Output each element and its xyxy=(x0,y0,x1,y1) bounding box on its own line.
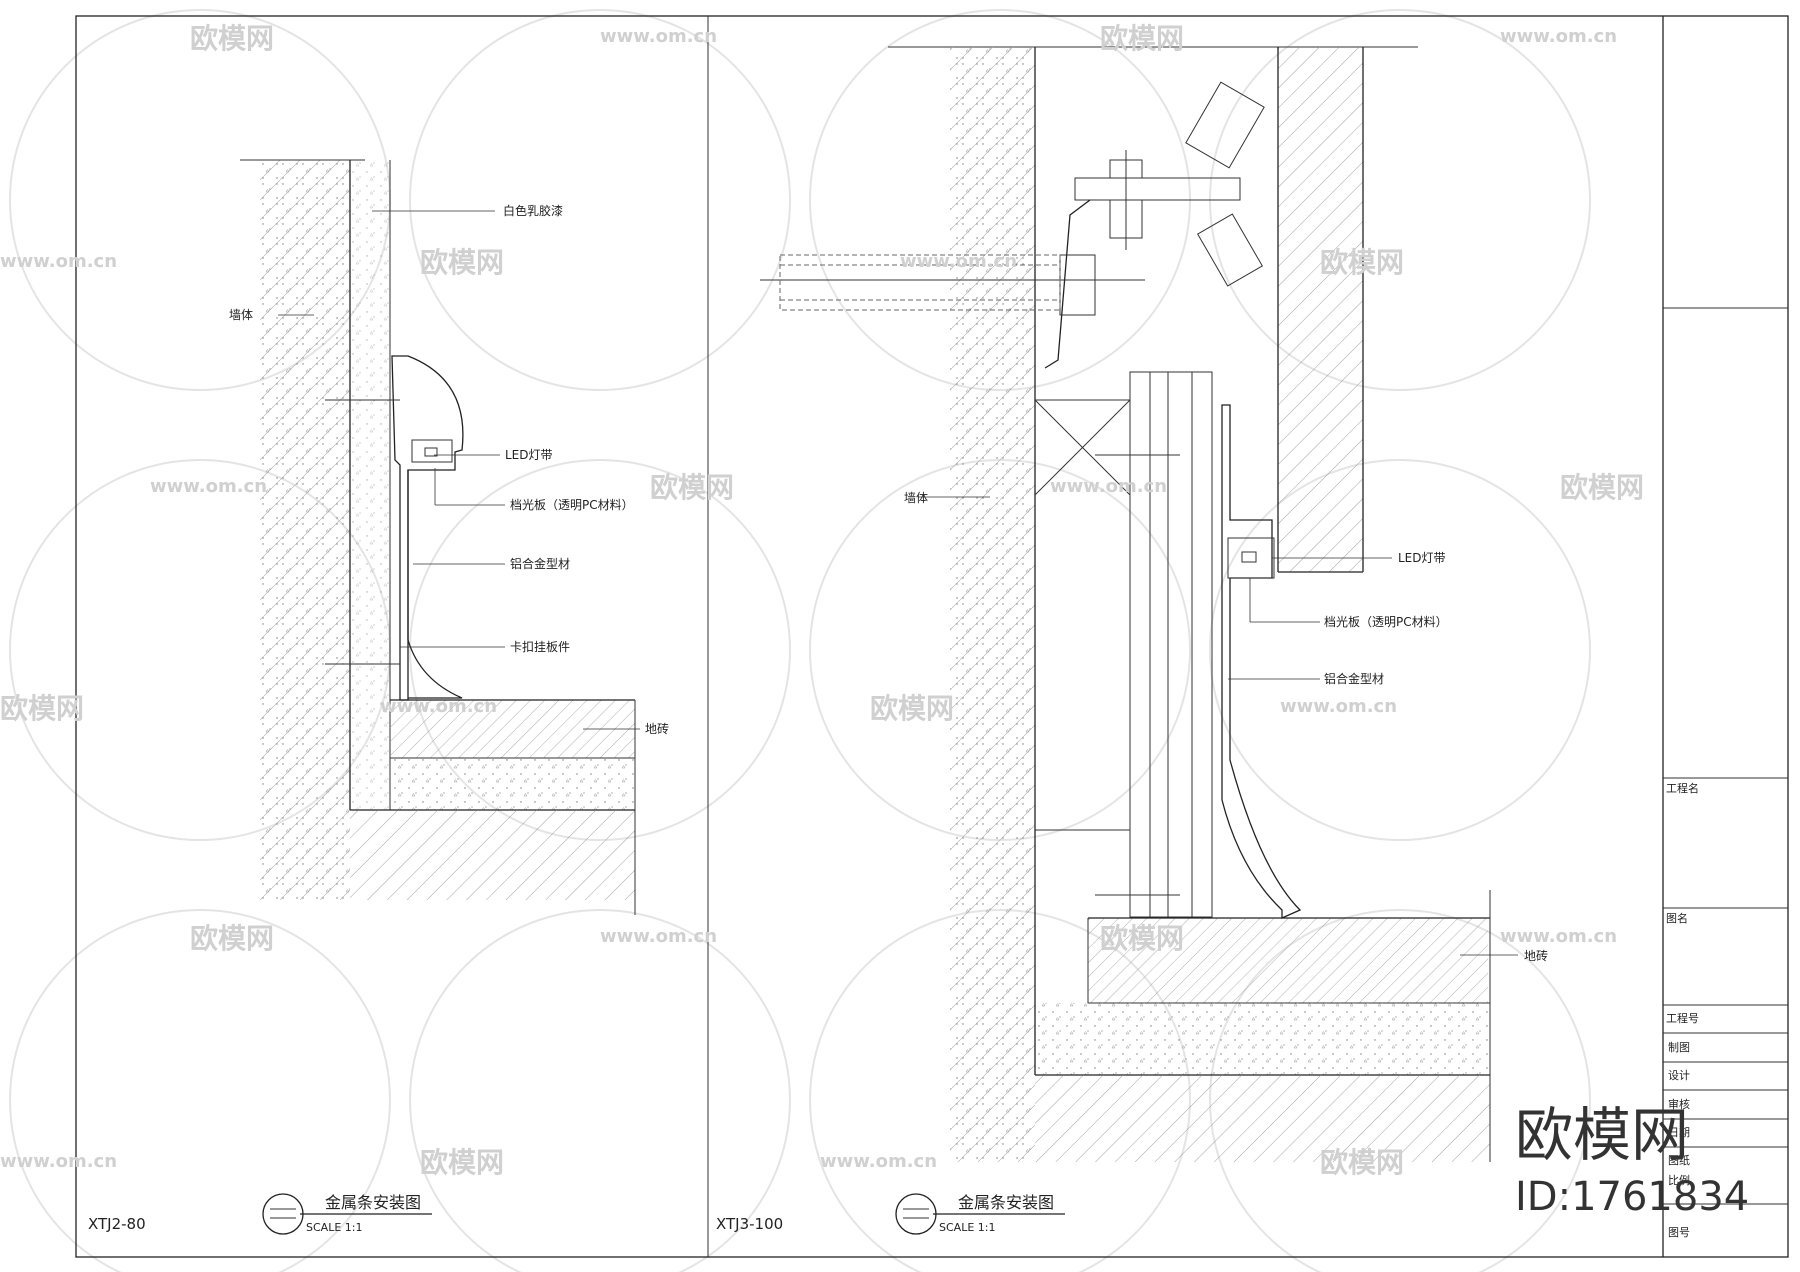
watermark-brand: 欧模网 xyxy=(190,22,274,55)
watermark-brand: 欧模网 xyxy=(420,246,504,279)
tb-review: 审核 xyxy=(1668,1097,1690,1111)
watermark-url: www.om.cn xyxy=(1500,926,1617,947)
watermark-url: www.om.cn xyxy=(820,1151,937,1172)
watermark-brand: 欧模网 xyxy=(1320,246,1404,279)
watermark-url: www.om.cn xyxy=(1500,26,1617,47)
detail-left-title xyxy=(262,1193,432,1235)
watermark-brand: 欧模网 xyxy=(870,692,954,725)
watermark-url: www.om.cn xyxy=(900,251,1017,272)
watermark-url: www.om.cn xyxy=(1050,476,1167,497)
watermark-url: www.om.cn xyxy=(0,1151,117,1172)
label-diffuser-right: 档光板（透明PC材料） xyxy=(1324,615,1448,629)
detail-right-code: XTJ3-100 xyxy=(716,1215,783,1233)
watermark-url: www.om.cn xyxy=(0,251,117,272)
label-led: LED灯带 xyxy=(505,448,553,462)
label-tile-right: 地砖 xyxy=(1524,948,1548,963)
watermark-url: www.om.cn xyxy=(600,926,717,947)
watermark-id: ID:1761834 xyxy=(1515,1174,1749,1220)
label-clip: 卡扣挂板件 xyxy=(510,640,570,654)
title-block xyxy=(1663,307,1788,1205)
watermark-url: www.om.cn xyxy=(150,476,267,497)
watermark-brand: 欧模网 xyxy=(1100,922,1184,955)
label-wall-right: 墙体 xyxy=(904,491,928,505)
tb-ratio: 比例 xyxy=(1668,1173,1690,1187)
watermark-brand: 欧模网 xyxy=(1560,471,1644,504)
tb-drafted: 制图 xyxy=(1668,1041,1690,1054)
watermark-brand: 欧模网 xyxy=(0,692,84,725)
tb-drawing-no: 图号 xyxy=(1668,1226,1690,1239)
tb-drawing: 图纸 xyxy=(1668,1154,1690,1167)
watermark-brand: 欧模网 xyxy=(1100,22,1184,55)
detail-left-code: XTJ2-80 xyxy=(88,1215,146,1233)
detail-left-title-text: 金属条安装图 xyxy=(325,1193,421,1212)
detail-right xyxy=(760,46,1518,1162)
label-tile: 地砖 xyxy=(645,721,669,736)
tb-drawing-name: 图名 xyxy=(1666,911,1688,925)
sheet-frame xyxy=(75,15,1789,1258)
label-wall: 墙体 xyxy=(229,308,253,322)
watermark-brand: 欧模网 xyxy=(420,1146,504,1179)
label-paint: 白色乳胶漆 xyxy=(503,203,563,218)
tb-date: 日期 xyxy=(1668,1126,1690,1139)
watermark-url: www.om.cn xyxy=(1280,696,1397,717)
tb-project-no: 工程号 xyxy=(1666,1012,1699,1025)
detail-right-title-text: 金属条安装图 xyxy=(958,1193,1054,1212)
label-led-right: LED灯带 xyxy=(1398,551,1446,565)
watermark-brand-large: 欧模网 xyxy=(1515,1101,1689,1169)
watermark-brand: 欧模网 xyxy=(190,922,274,955)
watermark-brand: 欧模网 xyxy=(650,471,734,504)
detail-right-scale: SCALE 1:1 xyxy=(939,1221,995,1234)
watermark-url: www.om.cn xyxy=(380,696,497,717)
label-profile-right: 铝合金型材 xyxy=(1324,671,1384,686)
detail-right-title xyxy=(895,1193,1065,1235)
label-profile: 铝合金型材 xyxy=(510,556,570,571)
label-diffuser: 档光板（透明PC材料） xyxy=(510,498,634,512)
tb-project-name: 工程名 xyxy=(1666,781,1699,795)
detail-left-scale: SCALE 1:1 xyxy=(306,1221,362,1234)
tb-design: 设计 xyxy=(1668,1069,1690,1082)
watermark-url: www.om.cn xyxy=(600,26,717,47)
detail-left xyxy=(240,159,640,915)
watermark-brand: 欧模网 xyxy=(1320,1146,1404,1179)
